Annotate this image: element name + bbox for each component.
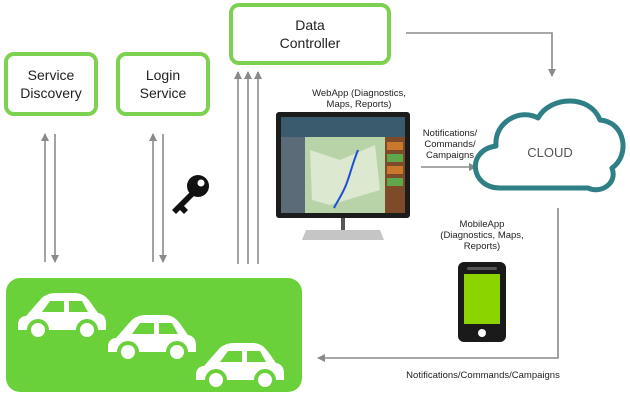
login-service-box: Login Service [116, 52, 210, 116]
mobileapp-label-line1: MobileApp [459, 219, 505, 230]
key-icon [172, 175, 209, 214]
arrow-data-to-cloud [406, 32, 556, 77]
notifications-right-line2: Commands/ [424, 139, 476, 150]
login-service-line1: Login [145, 67, 181, 83]
webapp-label-line2: Maps, Reports) [326, 99, 392, 110]
monitor-icon [276, 112, 410, 240]
webapp-label: WebApp (Diagnostics, Maps, Reports) [300, 88, 418, 110]
notifications-bottom-label: Notifications/Commands/Campaigns [406, 370, 560, 381]
login-service-line2: Service [139, 85, 187, 101]
service-discovery-box: Service Discovery [4, 52, 98, 116]
smartphone-icon [458, 262, 506, 342]
webapp-label-line1: WebApp (Diagnostics, [312, 88, 406, 99]
car-icon [18, 293, 106, 341]
notifications-right-line1: Notifications/ [422, 128, 478, 139]
service-discovery-line2: Discovery [20, 85, 82, 101]
mobileapp-label: MobileApp (Diagnostics, Maps, Reports) [430, 219, 534, 252]
notifications-right-line3: Campaigns [425, 150, 475, 161]
car-icon [196, 343, 284, 391]
mobileapp-label-line2: (Diagnostics, Maps, [440, 230, 524, 241]
cloud-icon [473, 98, 626, 193]
mobileapp-label-line3: Reports) [463, 241, 501, 252]
notifications-right-label: Notifications/ Commands/ Campaigns [414, 128, 486, 161]
cloud-label: CLOUD [527, 145, 573, 160]
car-icon [108, 315, 196, 363]
data-controller-box: Data Controller [229, 3, 391, 65]
data-controller-line1: Data [295, 17, 325, 33]
data-controller-line2: Controller [279, 35, 341, 51]
service-discovery-line1: Service [27, 67, 75, 83]
arrow-cloud-to-vehicles [317, 208, 559, 362]
